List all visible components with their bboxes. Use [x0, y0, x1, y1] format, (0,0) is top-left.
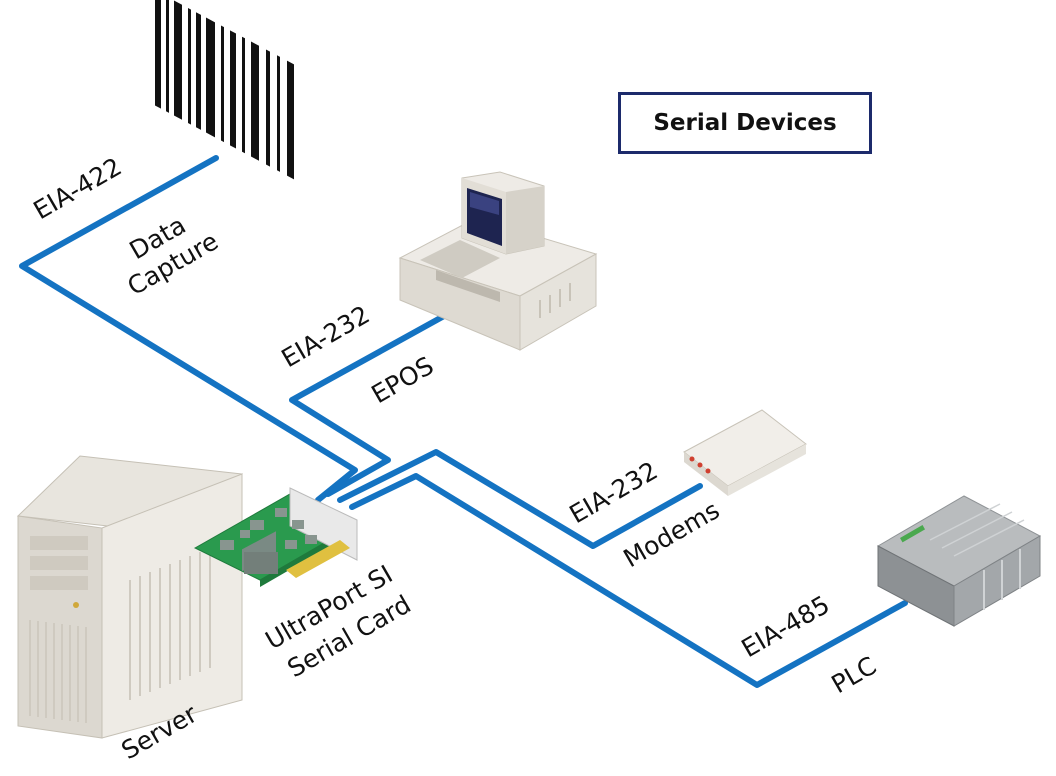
cable-eia-232-epos — [289, 313, 447, 497]
cable-eia-485 — [349, 473, 908, 688]
title-box: Serial Devices — [618, 92, 872, 154]
label-epos: EPOS — [367, 351, 439, 409]
modem-icon — [683, 409, 807, 496]
server-icon — [16, 455, 244, 739]
serial-card-icon — [193, 487, 358, 587]
label-modems: Modems — [619, 495, 725, 573]
barcode-icon — [155, 0, 294, 180]
epos-terminal-icon — [398, 171, 598, 351]
diagram-title: Serial Devices — [653, 110, 837, 136]
cable-eia-232-modems — [337, 449, 703, 549]
cables — [19, 155, 908, 688]
label-plc: PLC — [827, 651, 882, 699]
cable-eia-422 — [19, 155, 358, 503]
plc-icon — [876, 495, 1042, 627]
